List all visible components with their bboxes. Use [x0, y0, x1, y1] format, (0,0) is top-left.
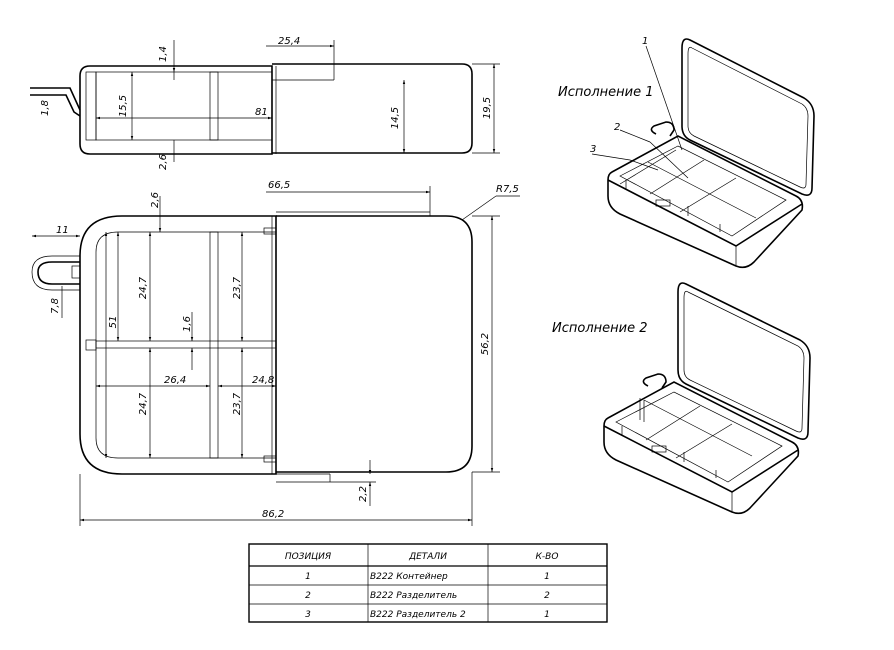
dim-top-inner-h: 15,5: [118, 95, 129, 117]
table-row-2-pos: 2: [305, 591, 311, 601]
dim-cell-h-right-top: 23,7: [232, 276, 243, 299]
side-section-view: 1,4 25,4 1,8 15,5 81 14,5 19,5 2,6: [30, 36, 500, 170]
plan-section-view: 66,5 R7,5 2,6 11 7,8 24,7 23,7 51 1,6 56…: [31, 180, 520, 526]
table-row-3-pos: 3: [305, 610, 311, 620]
dim-top-base: 2,6: [158, 154, 169, 170]
table-row-2-qty: 2: [544, 591, 550, 601]
caption-variant-1: Исполнение 1: [558, 85, 653, 100]
dim-top-len: 25,4: [278, 36, 300, 47]
table-row-3-qty: 1: [544, 610, 550, 620]
caption-variant-2: Исполнение 2: [552, 321, 647, 336]
table-row-1-pos: 1: [305, 572, 311, 582]
dim-top-total-h: 19,5: [482, 97, 493, 119]
dim-total-h: 56,2: [480, 333, 491, 355]
dim-radius: R7,5: [496, 184, 519, 195]
table-header-qty: К-ВО: [536, 552, 559, 562]
isometric-variant-1: Исполнение 1 1 2 3: [558, 36, 815, 269]
dim-divider-t: 1,6: [182, 316, 193, 332]
table-header-part: ДЕТАЛИ: [408, 552, 447, 562]
table-row-1-qty: 1: [544, 572, 550, 582]
dim-bottom-step: 2,2: [358, 486, 369, 502]
dim-top-wall: 1,4: [158, 46, 169, 62]
dim-inner-h: 51: [108, 316, 119, 329]
dim-cell-h-left-bot: 24,7: [138, 392, 149, 415]
table-header-position: ПОЗИЦИЯ: [285, 552, 331, 562]
dim-plan-top-len: 66,5: [268, 180, 290, 191]
isometric-variant-2: Исполнение 2: [552, 282, 811, 515]
dim-loop-w: 11: [56, 225, 69, 236]
dim-cell-h-left-top: 24,7: [138, 276, 149, 299]
dim-top-inner-w: 81: [255, 107, 268, 118]
table-row-2-part: B222 Разделитель: [370, 591, 457, 601]
dim-top-cav-h: 14,5: [390, 107, 401, 129]
parts-table: ПОЗИЦИЯ ДЕТАЛИ К-ВО 1 B222 Контейнер 1 2…: [248, 543, 608, 623]
dim-total-w: 86,2: [262, 509, 284, 520]
callout-1: 1: [642, 36, 648, 47]
dim-plan-wall: 2,6: [150, 192, 161, 208]
callout-2: 2: [614, 122, 620, 133]
dim-cell-w-right: 24,8: [252, 375, 274, 386]
table-row-3-part: B222 Разделитель 2: [370, 610, 466, 620]
callout-3: 3: [590, 144, 596, 155]
dim-top-hook: 1,8: [40, 100, 51, 116]
dim-cell-w-left: 26,4: [164, 375, 186, 386]
dim-cell-h-right-bot: 23,7: [232, 392, 243, 415]
table-row-1-part: B222 Контейнер: [370, 572, 448, 582]
dim-loop-h: 7,8: [50, 298, 61, 314]
